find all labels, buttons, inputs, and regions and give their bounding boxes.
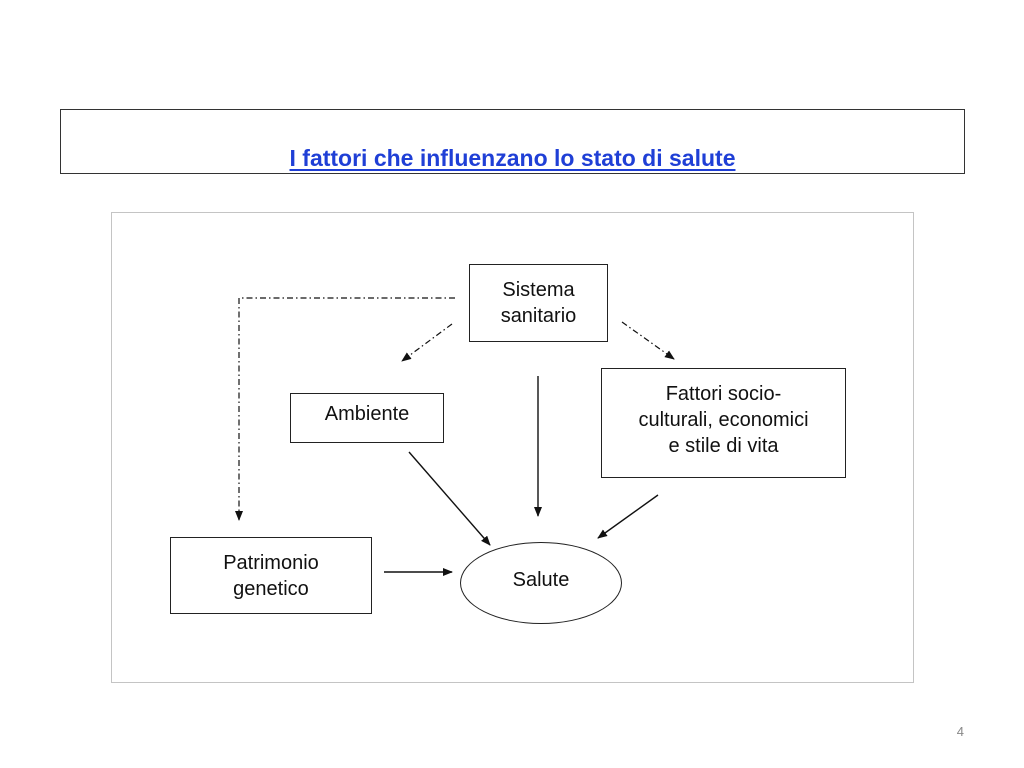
page-number: 4 — [956, 724, 964, 739]
edge-sistema-fattori — [621, 321, 675, 360]
node-sistema-sanitario: Sistema sanitario — [469, 264, 608, 342]
node-salute: Salute — [460, 542, 622, 624]
diagram-frame — [111, 212, 914, 683]
edge-fattori-salute — [597, 494, 659, 539]
edge-sistema-patrimonio — [235, 297, 455, 521]
node-ambiente: Ambiente — [290, 393, 444, 443]
node-patrimonio-genetico: Patrimonio genetico — [170, 537, 372, 614]
title-box: I fattori che influenzano lo stato di sa… — [60, 109, 965, 174]
edge-sistema-ambiente — [401, 323, 453, 362]
node-fattori-socio-culturali: Fattori socio- culturali, economici e st… — [601, 368, 846, 478]
slide-title: I fattori che influenzano lo stato di sa… — [289, 145, 736, 171]
edge-ambiente-salute — [408, 451, 491, 546]
